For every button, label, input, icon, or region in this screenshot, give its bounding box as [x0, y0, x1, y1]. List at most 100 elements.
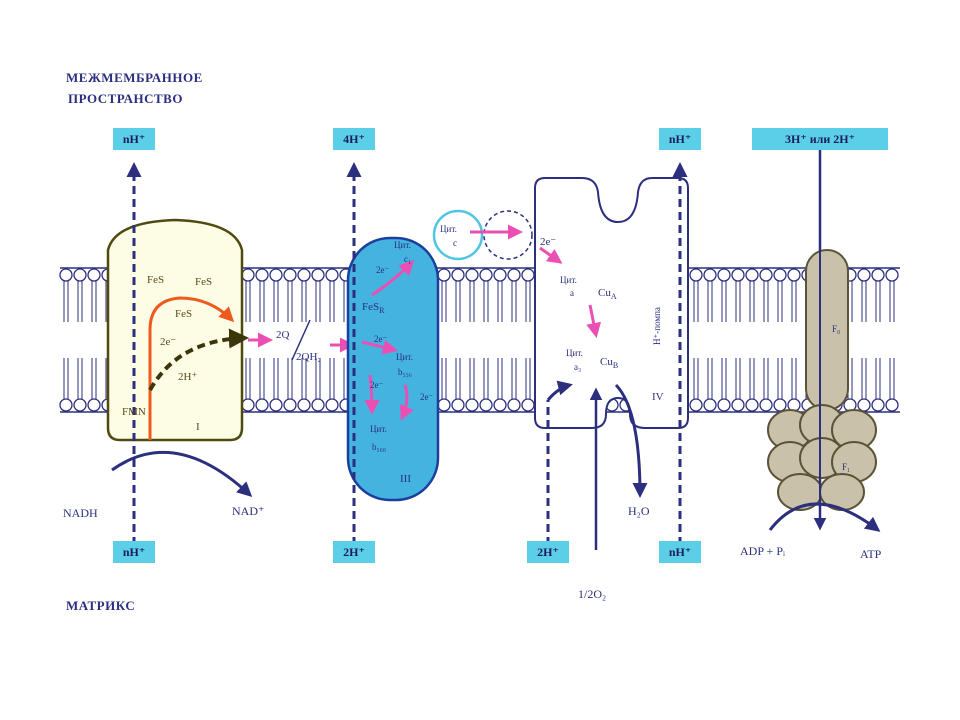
lipid-tail	[441, 358, 447, 399]
cyt-c1-label: Цит.	[394, 240, 411, 250]
f0-label: F₀	[832, 324, 840, 334]
lipid-tail	[455, 281, 461, 322]
lipid-head-icon	[59, 398, 73, 412]
cyt-b556-sub: b₅₅₆	[398, 367, 412, 377]
cyt-c-label: Цит.	[440, 224, 457, 234]
cyt-c1-sub: c₁	[404, 254, 411, 264]
atp-synthase: F₀ F₁ ADP + Pᵢ ATP	[740, 150, 882, 561]
proton-box-bot-c4a: 2H⁺	[537, 545, 559, 559]
lipid-head-icon	[521, 268, 535, 282]
h-pump-label: H⁺-помпа	[652, 307, 662, 345]
lipid-tail	[469, 358, 475, 399]
lipid-head-icon	[437, 398, 451, 412]
lipid-tail	[91, 281, 97, 322]
cyt-b556-label: Цит.	[396, 352, 413, 362]
lipid-head-icon	[311, 398, 325, 412]
lipid-head-icon	[857, 268, 871, 282]
complex-4: 2e⁻ Цит. a CuA Цит. a₃ CuB H⁺-помпа IV H…	[534, 162, 689, 601]
lipid-tail	[77, 358, 83, 399]
intermembrane-space-title-line1: МЕЖМЕМБРАННОЕ	[66, 70, 203, 85]
complex-4-number: IV	[652, 391, 664, 403]
lipid-head-icon	[269, 398, 283, 412]
cyt-a3-label: Цит.	[566, 348, 583, 358]
lipid-tail	[511, 358, 517, 399]
proton-box-top-c3: 4H⁺	[343, 132, 365, 146]
lipid-head-icon	[283, 398, 297, 412]
lipid-tail	[861, 281, 867, 322]
lipid-head-icon	[255, 398, 269, 412]
lipid-tail	[469, 281, 475, 322]
lipid-tail	[63, 281, 69, 322]
lipid-head-icon	[325, 268, 339, 282]
intermembrane-space-title-line2: ПРОСТРАНСТВО	[68, 91, 183, 106]
proton-box-top-atp: 3H⁺ или 2H⁺	[785, 132, 855, 146]
lipid-tail	[273, 281, 279, 322]
lipid-head-icon	[773, 268, 787, 282]
lipid-head-icon	[269, 268, 283, 282]
oxygen-label: 1/2O₂	[578, 587, 606, 601]
lipid-tail	[77, 281, 83, 322]
lipid-tail	[791, 281, 797, 322]
lipid-head-icon	[703, 398, 717, 412]
cyt-b560-label: Цит.	[370, 424, 387, 434]
proton-box-bot-c4b: nH⁺	[669, 545, 691, 559]
quinone-pool: 2Q 2QH₂	[248, 319, 355, 363]
proton-box-bot-c3: 2H⁺	[343, 545, 365, 559]
lipid-tail	[441, 281, 447, 322]
lipid-tail	[875, 281, 881, 322]
lipid-head-icon	[241, 268, 255, 282]
lipid-head-icon	[871, 268, 885, 282]
cu-b-label: CuB	[600, 356, 618, 370]
lipid-head-icon	[73, 398, 87, 412]
lipid-head-icon	[87, 398, 101, 412]
lipid-head-icon	[717, 268, 731, 282]
fes-r-label: FeSR	[362, 301, 385, 315]
lipid-head-icon	[885, 268, 899, 282]
electron-label-c1: 2e⁻	[160, 336, 176, 348]
cyt-b560-sub: b₅₆₀	[372, 442, 386, 452]
electron-label-c4: 2e⁻	[540, 236, 556, 248]
lipid-head-icon	[717, 398, 731, 412]
fes-label-1: FeS	[147, 274, 164, 286]
lipid-head-icon	[885, 398, 899, 412]
lipid-tail	[245, 281, 251, 322]
lipid-head-icon	[59, 268, 73, 282]
lipid-head-icon	[731, 398, 745, 412]
lipid-tail	[455, 358, 461, 399]
lipid-tail	[861, 358, 867, 399]
lipid-tail	[763, 358, 769, 399]
lipid-tail	[511, 281, 517, 322]
matrix-label: МАТРИКС	[66, 598, 135, 613]
electron-label-c3b: 2e⁻	[374, 334, 387, 344]
lipid-tail	[721, 358, 727, 399]
lipid-head-icon	[283, 268, 297, 282]
lipid-head-icon	[493, 398, 507, 412]
lipid-head-icon	[689, 268, 703, 282]
lipid-tail	[693, 358, 699, 399]
lipid-tail	[735, 358, 741, 399]
lipid-head-icon	[731, 268, 745, 282]
lipid-tail	[497, 281, 503, 322]
fes-label-3: FeS	[175, 308, 192, 320]
complex-3-number: III	[400, 473, 411, 485]
cyt-a-sub: a	[570, 288, 574, 298]
lipid-head-icon	[297, 268, 311, 282]
complex-1-number: I	[196, 421, 200, 433]
lipid-head-icon	[871, 398, 885, 412]
proton-box-bot-c1: nH⁺	[123, 545, 145, 559]
nadh-label: NADH	[63, 506, 98, 520]
lipid-tail	[525, 358, 531, 399]
lipid-tail	[315, 358, 321, 399]
lipid-head-icon	[703, 268, 717, 282]
lipid-tail	[875, 358, 881, 399]
lipid-head-icon	[745, 268, 759, 282]
proton-label-c1: 2H⁺	[178, 371, 197, 383]
lipid-tail	[777, 281, 783, 322]
lipid-head-icon	[787, 268, 801, 282]
lipid-tail	[245, 358, 251, 399]
lipid-tail	[301, 358, 307, 399]
atp-label: ATP	[860, 547, 882, 561]
lipid-tail	[91, 358, 97, 399]
quinol-label: 2QH₂	[296, 351, 321, 363]
